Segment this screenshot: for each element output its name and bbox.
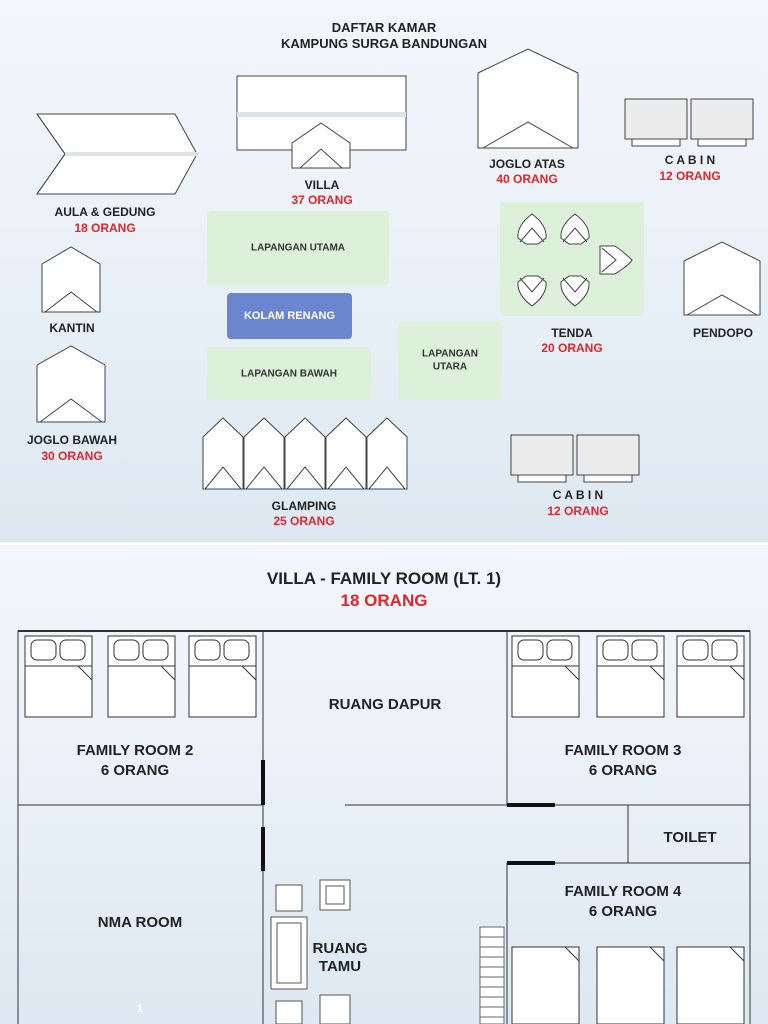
cabin-bottom-capacity: 12 ORANG	[547, 504, 609, 518]
tenda-capacity: 20 ORANG	[541, 341, 603, 355]
villa-capacity: 37 ORANG	[291, 193, 353, 207]
toilet-label: TOILET	[663, 829, 717, 846]
cabin-bottom-name: C A B I N	[552, 488, 604, 502]
kolam-renang-label: KOLAM RENANG	[243, 310, 336, 322]
joglo-bawah-building-icon	[36, 345, 106, 423]
glamping-building-icon	[202, 417, 408, 490]
lapangan-utama-label: LAPANGAN UTAMA	[250, 242, 346, 254]
cabin-top-name: C A B I N	[664, 153, 716, 167]
lapangan-utara-label-line1: LAPANGAN	[422, 348, 478, 360]
family-room-2-capacity: 6 ORANG	[100, 762, 170, 779]
kantin-building-icon	[41, 246, 101, 313]
aula-name: AULA & GEDUNG	[54, 205, 156, 219]
tent-icons	[517, 213, 633, 307]
site-map-page: DAFTAR KAMAR KAMPUNG SURGA BANDUNGAN AUL…	[0, 0, 768, 542]
aula-building-icon	[36, 113, 198, 195]
villa-name: VILLA	[304, 178, 340, 192]
joglo-atas-capacity: 40 ORANG	[496, 172, 558, 186]
floorplan-page: VILLA - FAMILY ROOM (LT. 1) 18 ORANG	[0, 545, 768, 1024]
lapangan-utama-zone: LAPANGAN UTAMA	[207, 211, 389, 285]
cabin-bottom-building-icon	[510, 434, 640, 483]
family-room-4-name: FAMILY ROOM 4	[564, 883, 682, 900]
pendopo-name: PENDOPO	[692, 326, 753, 340]
lapangan-bawah-label: LAPANGAN BAWAH	[241, 368, 337, 379]
floorplan-capacity: 18 ORANG	[340, 591, 428, 610]
tenda-name: TENDA	[551, 326, 593, 340]
page-separator	[0, 542, 768, 545]
joglo-bawah-name: JOGLO BAWAH	[26, 433, 117, 447]
joglo-atas-building-icon	[477, 48, 579, 149]
floorplan-walls	[17, 630, 751, 1024]
site-title-line1: DAFTAR KAMAR	[331, 20, 437, 35]
page-number: 1	[136, 1003, 144, 1015]
cabin-top-building-icon	[624, 98, 754, 147]
joglo-atas-name: JOGLO ATAS	[489, 157, 565, 171]
family-room-2-name: FAMILY ROOM 2	[76, 742, 194, 759]
site-title-line2: KAMPUNG SURGA BANDUNGAN	[280, 36, 488, 51]
lapangan-utara-label-line2: UTARA	[432, 361, 468, 372]
aula-capacity: 18 ORANG	[74, 221, 136, 235]
lapangan-bawah-zone: LAPANGAN BAWAH	[207, 347, 371, 400]
nma-room-label: NMA ROOM	[97, 914, 183, 931]
kolam-renang-zone: KOLAM RENANG	[227, 293, 352, 339]
glamping-capacity: 25 ORANG	[273, 514, 335, 528]
cabin-top-capacity: 12 ORANG	[659, 169, 721, 183]
lapangan-utara-zone: LAPANGAN UTARA	[398, 322, 502, 400]
villa-building-icon	[236, 75, 407, 169]
ruang-dapur-label: RUANG DAPUR	[328, 696, 442, 713]
glamping-name: GLAMPING	[271, 499, 337, 513]
ruang-tamu-label-line1: RUANG	[312, 940, 368, 957]
joglo-bawah-capacity: 30 ORANG	[41, 449, 103, 463]
kantin-name: KANTIN	[49, 321, 95, 335]
floorplan-title: VILLA - FAMILY ROOM (LT. 1)	[266, 569, 502, 588]
family-room-3-capacity: 6 ORANG	[588, 762, 658, 779]
family-room-3-name: FAMILY ROOM 3	[564, 742, 682, 759]
family-room-4-capacity: 6 ORANG	[588, 903, 658, 920]
pendopo-building-icon	[683, 241, 761, 316]
ruang-tamu-label-line2: TAMU	[318, 958, 362, 975]
